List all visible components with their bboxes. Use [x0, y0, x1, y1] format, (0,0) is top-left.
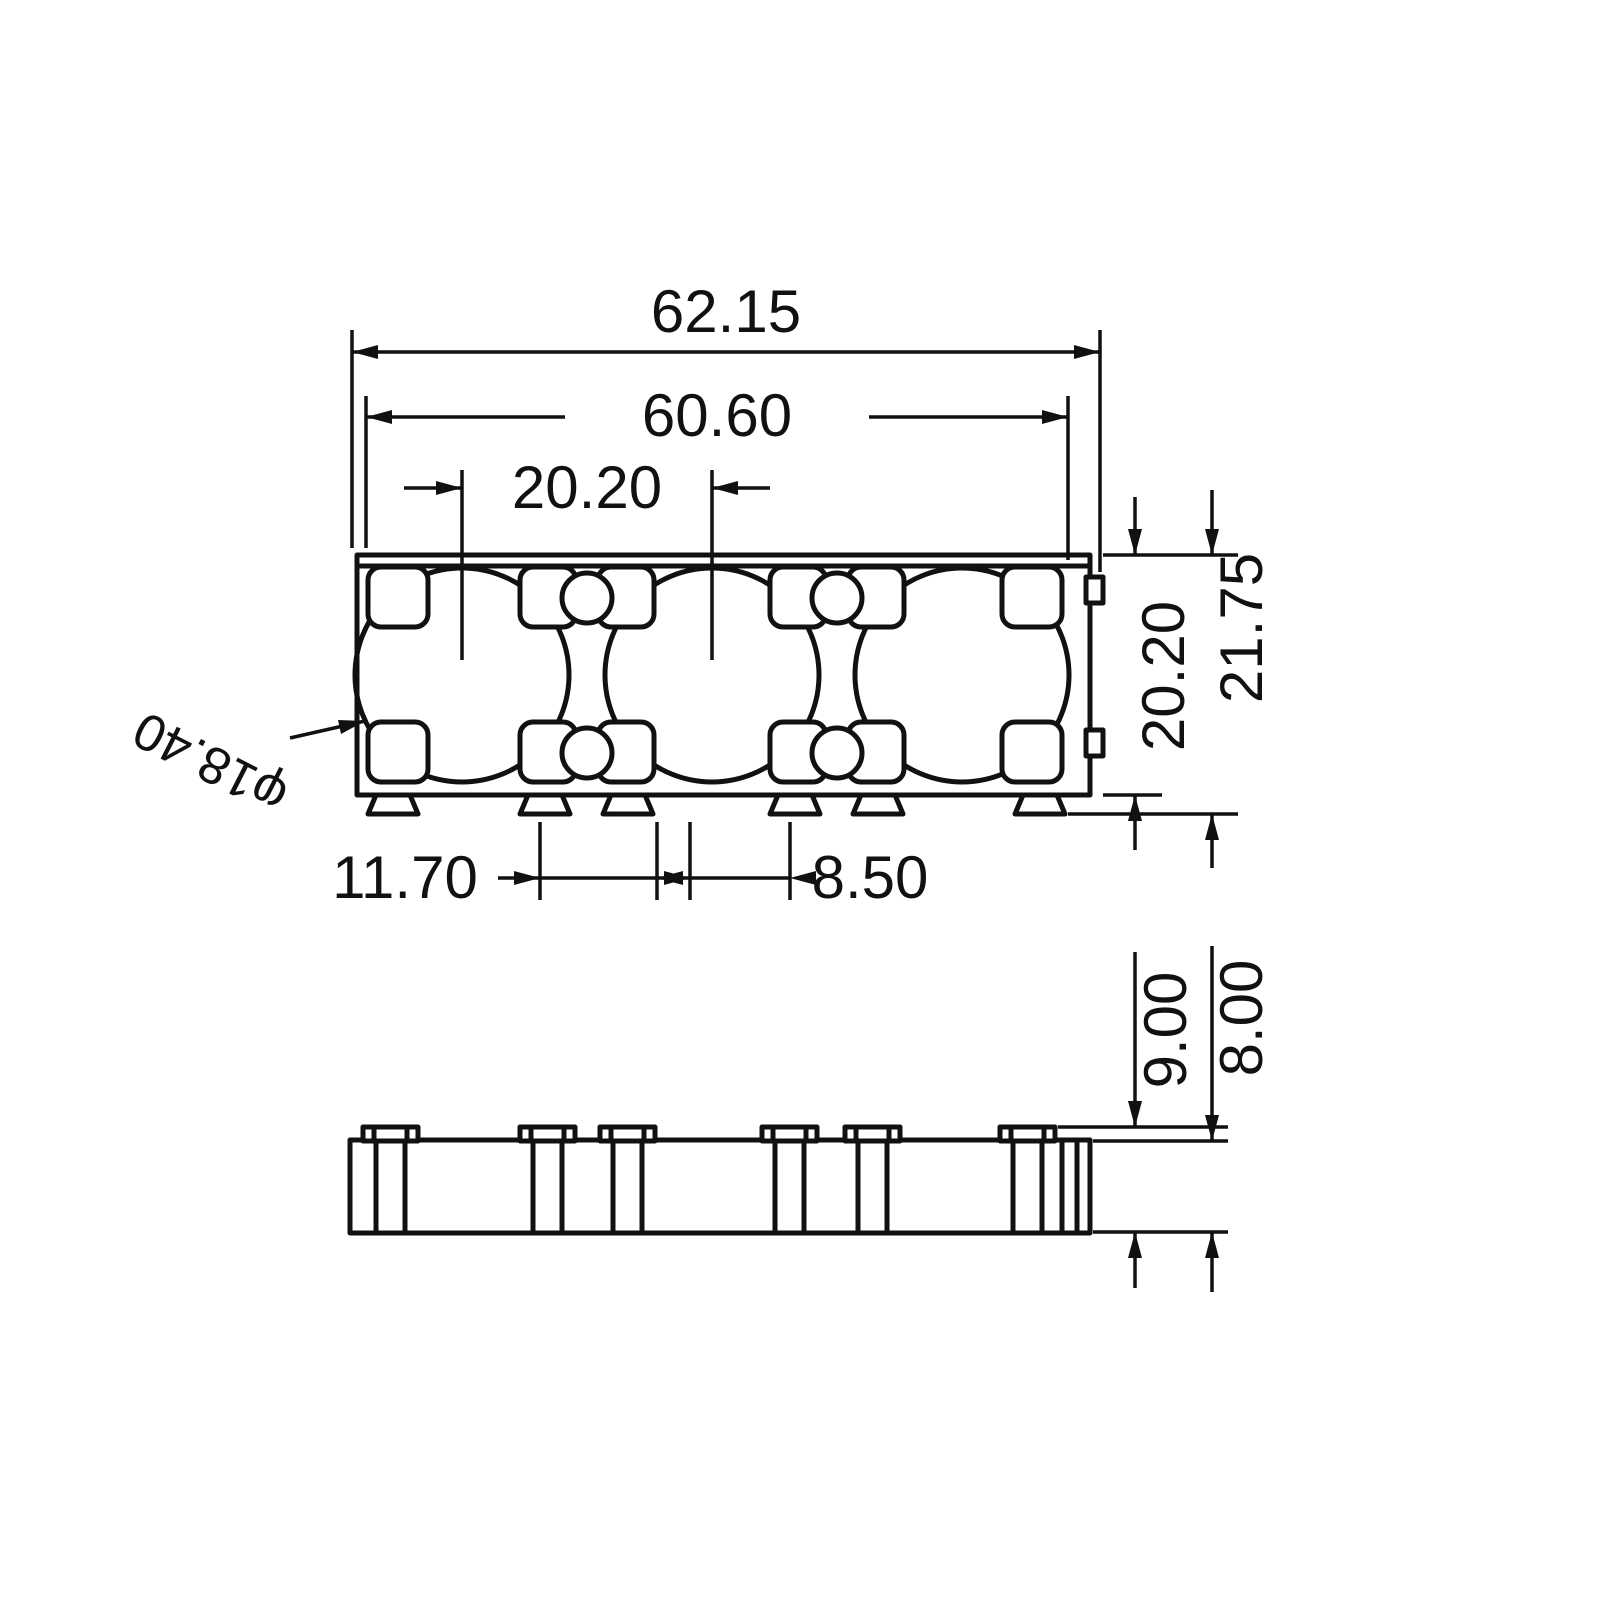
- corner-post-top-right: [999, 564, 1065, 630]
- top-view: [352, 552, 1106, 817]
- dim-body-width: 60.60: [364, 382, 1070, 560]
- gap-hole-1-bottom: [559, 725, 615, 781]
- dim-text-body-width: 60.60: [642, 382, 792, 449]
- dim-text-side-overall-height: 9.00: [1132, 972, 1199, 1089]
- arrowhead-up: [1205, 1232, 1219, 1258]
- arrowhead-left-pointing: [712, 481, 738, 495]
- arrowhead-right-pointing: [514, 871, 540, 885]
- arrowhead-left: [366, 410, 392, 424]
- edge-tab-top: [1083, 574, 1106, 606]
- gap-hole-1-top: [559, 570, 615, 626]
- corner-post-bottom-left: [365, 719, 431, 785]
- top-view-body: [354, 552, 1093, 798]
- arrowhead-up: [1128, 795, 1142, 821]
- side-view-dimensions: 9.00 8.00: [1058, 946, 1275, 1292]
- gap-hole-2-bottom: [809, 725, 865, 781]
- arrowhead-right: [1074, 345, 1100, 359]
- dim-text-hole-diameter: φ18.40: [124, 700, 296, 826]
- arrowhead-up: [1128, 1232, 1142, 1258]
- foot-2: [517, 792, 573, 817]
- cell-hole-3: [852, 565, 1072, 785]
- arrowhead-down: [1205, 1115, 1219, 1141]
- dim-overall-width: 62.15: [350, 278, 1102, 572]
- dim-side-body-height: 8.00: [1205, 946, 1275, 1292]
- top-view-dimensions: 62.15 60.60 20.20: [124, 278, 1274, 911]
- tab-3: [597, 1124, 658, 1144]
- corner-post-bottom-right: [999, 719, 1065, 785]
- dim-text-overall-width: 62.15: [651, 278, 801, 345]
- dim-text-side-body-height: 8.00: [1208, 960, 1275, 1077]
- arrowhead-left: [352, 345, 378, 359]
- gap-hole-2-top: [809, 570, 865, 626]
- foot-6: [1012, 792, 1068, 817]
- tab-1: [360, 1124, 421, 1144]
- dim-text-foot-spacing: 11.70: [332, 844, 478, 911]
- arrowhead-right-pointing: [664, 871, 690, 885]
- dim-hole-diameter: φ18.40: [124, 700, 366, 826]
- tab-4: [759, 1124, 820, 1144]
- arrowhead-up: [1205, 814, 1219, 840]
- arrowhead-right-pointing: [436, 481, 462, 495]
- tab-5: [842, 1124, 903, 1144]
- side-view: [347, 1124, 1093, 1236]
- arrowhead-right: [1042, 410, 1068, 424]
- arrowhead-leader: [338, 720, 365, 734]
- tab-2: [517, 1124, 578, 1144]
- arrowhead-left-pointing: [790, 871, 816, 885]
- arrowhead-down: [1128, 1101, 1142, 1127]
- foot-4: [767, 792, 823, 817]
- dim-heights-right: 20.20 21.75: [1068, 490, 1275, 868]
- dim-text-foot-gap: 8.50: [812, 844, 929, 911]
- dim-text-body-height: 20.20: [1130, 601, 1197, 751]
- foot-1: [365, 792, 421, 817]
- foot-5: [850, 792, 906, 817]
- dim-text-cell-pitch: 20.20: [512, 454, 662, 521]
- dim-side-overall-height: 9.00: [1128, 952, 1199, 1288]
- side-view-body: [347, 1137, 1093, 1236]
- arrowhead-down: [1128, 529, 1142, 555]
- tab-6: [997, 1124, 1058, 1144]
- side-profile-lines: [373, 1140, 1080, 1232]
- foot-3: [600, 792, 656, 817]
- dim-cell-pitch: 20.20: [404, 454, 770, 660]
- side-view-tabs: [360, 1124, 1058, 1144]
- corner-post-top-left: [365, 564, 431, 630]
- dim-text-overall-height: 21.75: [1208, 553, 1275, 703]
- dim-feet-bottom: 11.70 8.50: [332, 822, 928, 911]
- edge-tab-bottom: [1083, 727, 1106, 759]
- arrowhead-down: [1205, 529, 1219, 555]
- tab-ticks: [371, 1127, 1047, 1140]
